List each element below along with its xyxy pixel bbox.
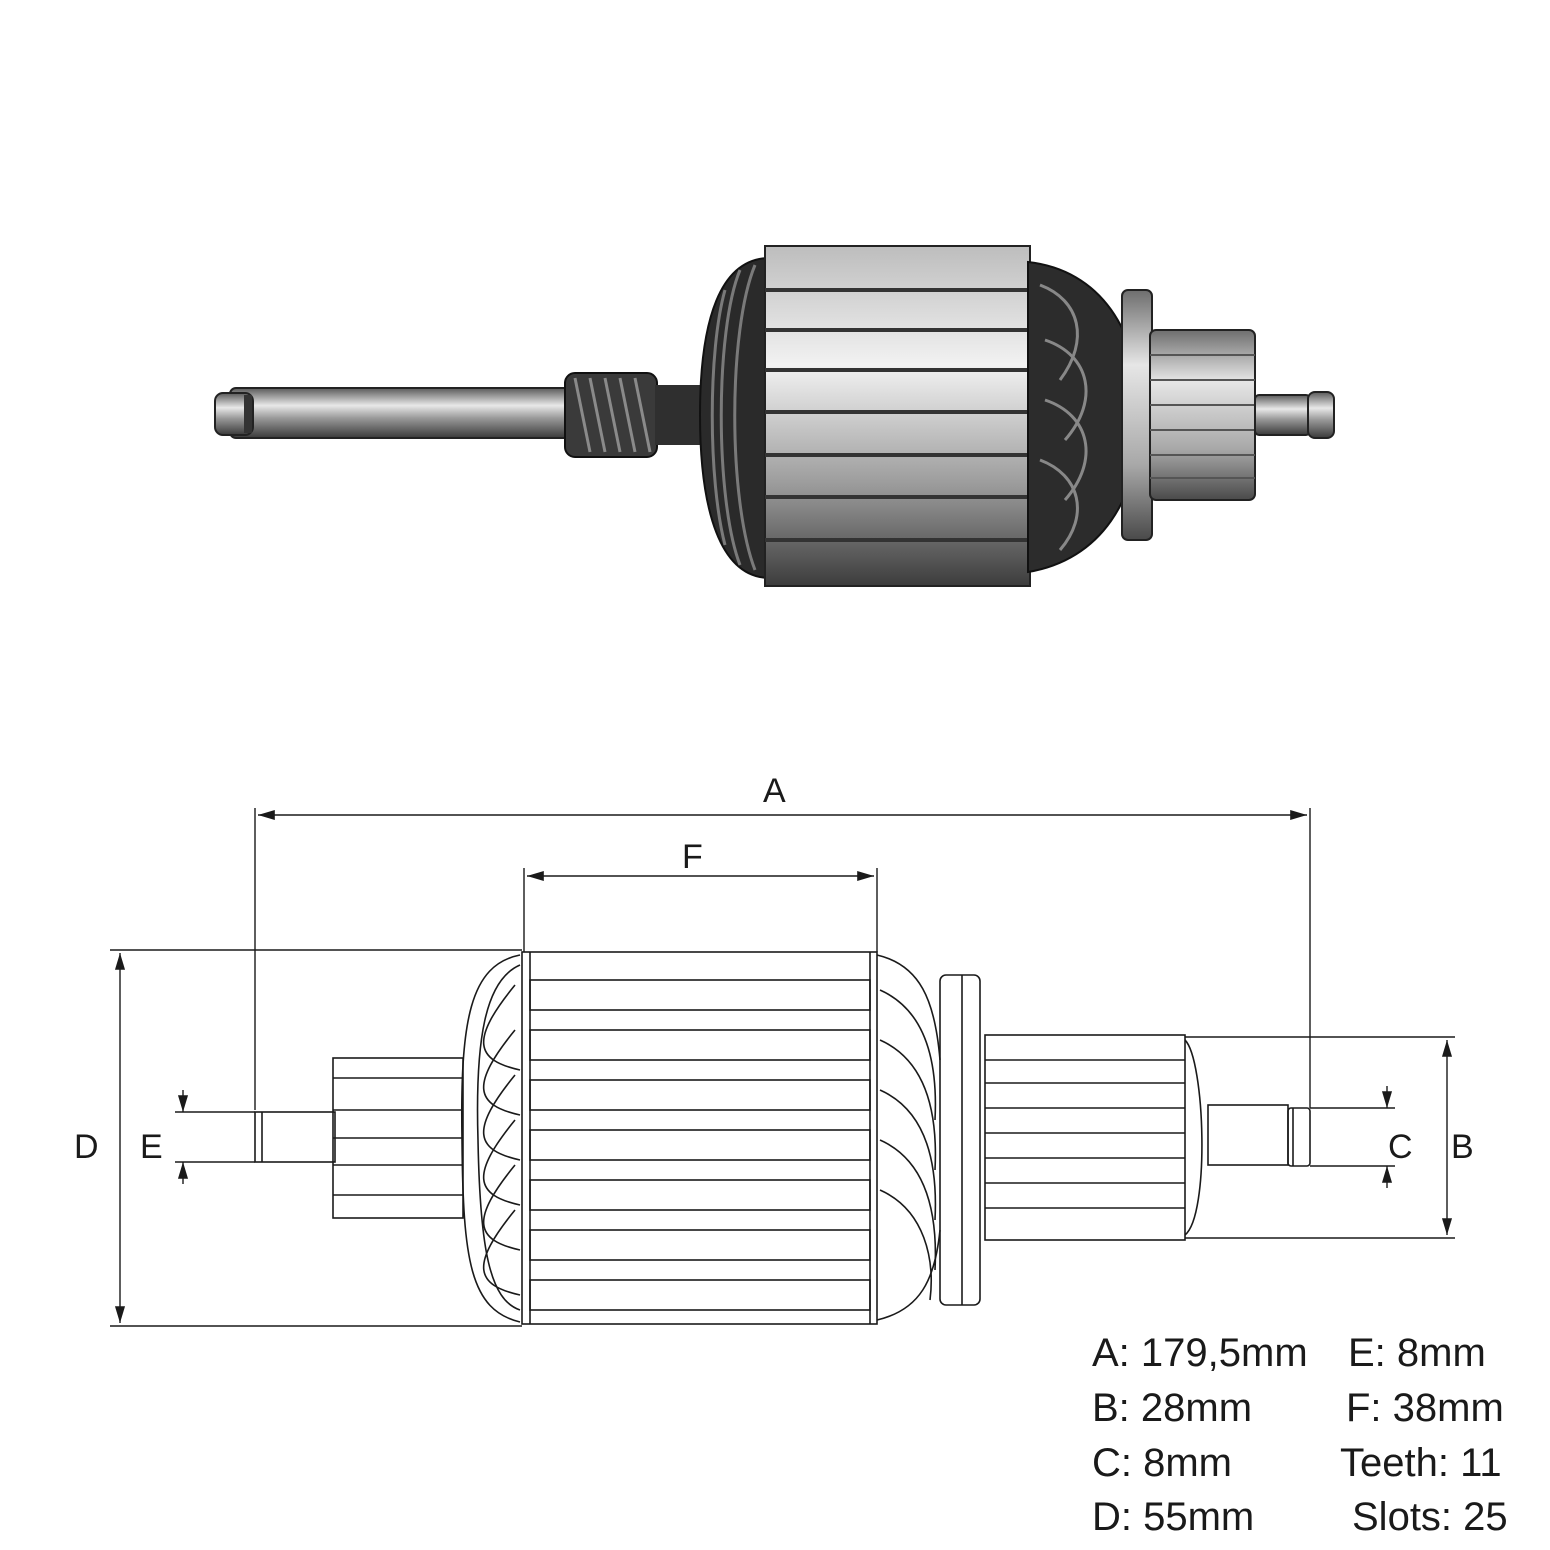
armature-photo bbox=[214, 245, 1335, 587]
drawing-right-shaft bbox=[1207, 1104, 1289, 1166]
spec-e: E: 8mm bbox=[1348, 1331, 1486, 1375]
spec-b: B: 28mm bbox=[1092, 1386, 1253, 1430]
left-shaft-tip bbox=[214, 392, 254, 436]
drawing-left-shaft bbox=[254, 1111, 336, 1163]
dim-label-f: F bbox=[682, 838, 703, 876]
drawing-right-shaft-tip bbox=[1287, 1107, 1311, 1167]
drawing-core bbox=[521, 951, 878, 1325]
spec-c: C: 8mm bbox=[1092, 1441, 1232, 1485]
spec-teeth: Teeth: 11 bbox=[1340, 1441, 1502, 1485]
dim-label-a: A bbox=[763, 772, 786, 810]
drawing-pinion bbox=[332, 1057, 464, 1219]
dim-label-b: B bbox=[1451, 1128, 1474, 1166]
drawing-commutator bbox=[984, 1034, 1203, 1241]
right-shaft bbox=[1254, 394, 1311, 436]
dim-label-e: E bbox=[140, 1128, 163, 1166]
armature-core bbox=[764, 245, 1031, 587]
spec-a: A: 179,5mm bbox=[1092, 1331, 1308, 1375]
right-shaft-tip bbox=[1307, 391, 1335, 439]
drawing-left-windings bbox=[460, 954, 521, 1323]
drawing-right-windings bbox=[876, 954, 941, 1321]
collar bbox=[1121, 289, 1153, 541]
dim-label-d: D bbox=[74, 1128, 99, 1166]
spec-slots: Slots: 25 bbox=[1352, 1495, 1508, 1539]
drawing-collar bbox=[939, 974, 981, 1306]
technical-drawing bbox=[254, 951, 1311, 1325]
spec-d: D: 55mm bbox=[1092, 1495, 1255, 1539]
spec-f: F: 38mm bbox=[1346, 1386, 1504, 1430]
dimension-lines bbox=[110, 808, 1455, 1327]
dim-label-c: C bbox=[1388, 1128, 1413, 1166]
